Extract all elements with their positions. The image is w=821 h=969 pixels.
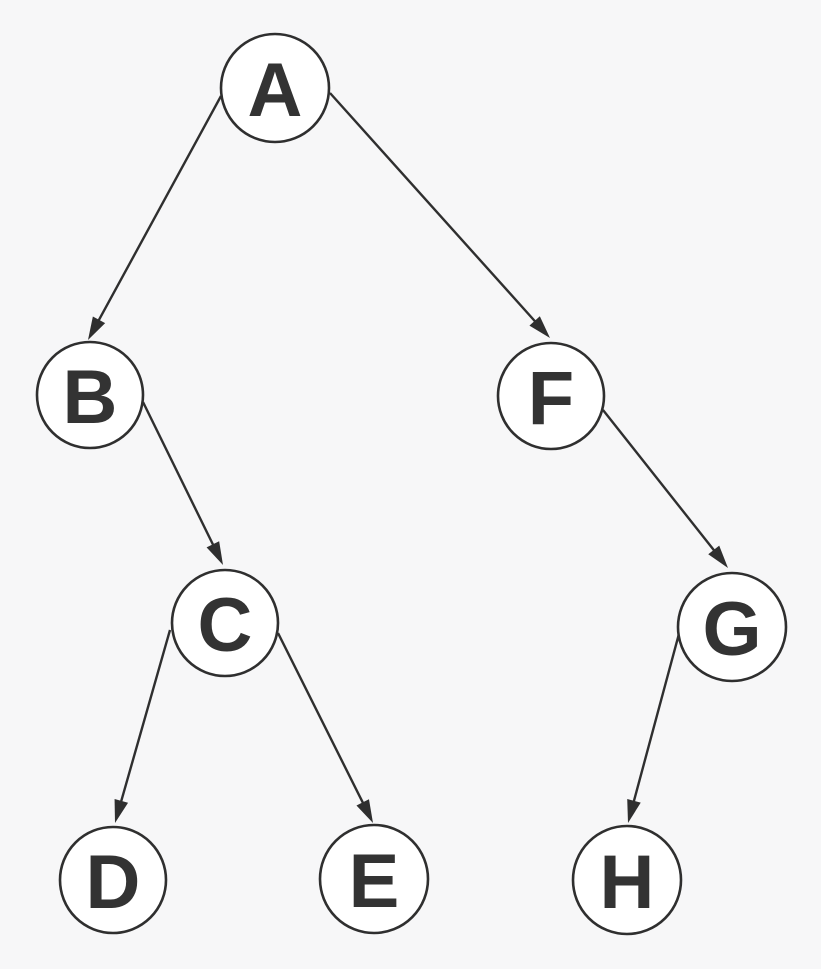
node-D-label: D — [86, 840, 141, 925]
edge-C-D-arrowhead — [114, 798, 129, 823]
node-A-circle — [219, 32, 331, 144]
edge-A-B-line — [96, 95, 223, 323]
node-A-label: A — [248, 48, 303, 133]
edge-G-H — [627, 629, 682, 823]
edge-A-F — [329, 92, 550, 338]
node-H: H — [571, 824, 683, 936]
edge-C-E-line — [276, 632, 365, 805]
edge-C-E — [276, 632, 373, 823]
node-H-label: H — [600, 840, 655, 925]
node-B-circle — [35, 340, 145, 450]
edge-C-D-line — [119, 629, 172, 804]
edge-B-C — [141, 401, 223, 565]
node-F: F — [496, 341, 606, 451]
node-C-circle — [170, 568, 280, 678]
node-C: C — [170, 568, 280, 678]
node-D: D — [58, 825, 168, 935]
edge-F-G-line — [602, 409, 716, 553]
edge-F-G — [602, 409, 728, 568]
edge-F-G-arrowhead — [708, 545, 728, 568]
node-H-circle — [571, 824, 683, 936]
edge-A-B — [88, 95, 223, 340]
node-F-circle — [496, 341, 606, 451]
node-E-circle — [318, 823, 430, 935]
edge-B-C-arrowhead — [206, 541, 223, 565]
edge-C-D — [114, 629, 172, 823]
node-F-label: F — [528, 356, 574, 441]
edge-G-H-arrowhead — [627, 798, 641, 823]
node-G-circle — [676, 571, 788, 683]
edge-A-F-line — [329, 92, 537, 324]
edge-G-H-line — [632, 629, 682, 804]
node-C-label: C — [198, 583, 253, 668]
node-E: E — [318, 823, 430, 935]
node-E-label: E — [349, 839, 400, 924]
node-B-label: B — [63, 355, 118, 440]
edge-A-F-arrowhead — [529, 316, 550, 338]
node-G-label: G — [702, 587, 761, 672]
node-A: A — [219, 32, 331, 144]
node-B: B — [35, 340, 145, 450]
node-G: G — [676, 571, 788, 683]
edge-B-C-line — [141, 401, 215, 547]
edge-A-B-arrowhead — [88, 316, 106, 340]
edge-C-E-arrowhead — [356, 799, 373, 823]
node-D-circle — [58, 825, 168, 935]
